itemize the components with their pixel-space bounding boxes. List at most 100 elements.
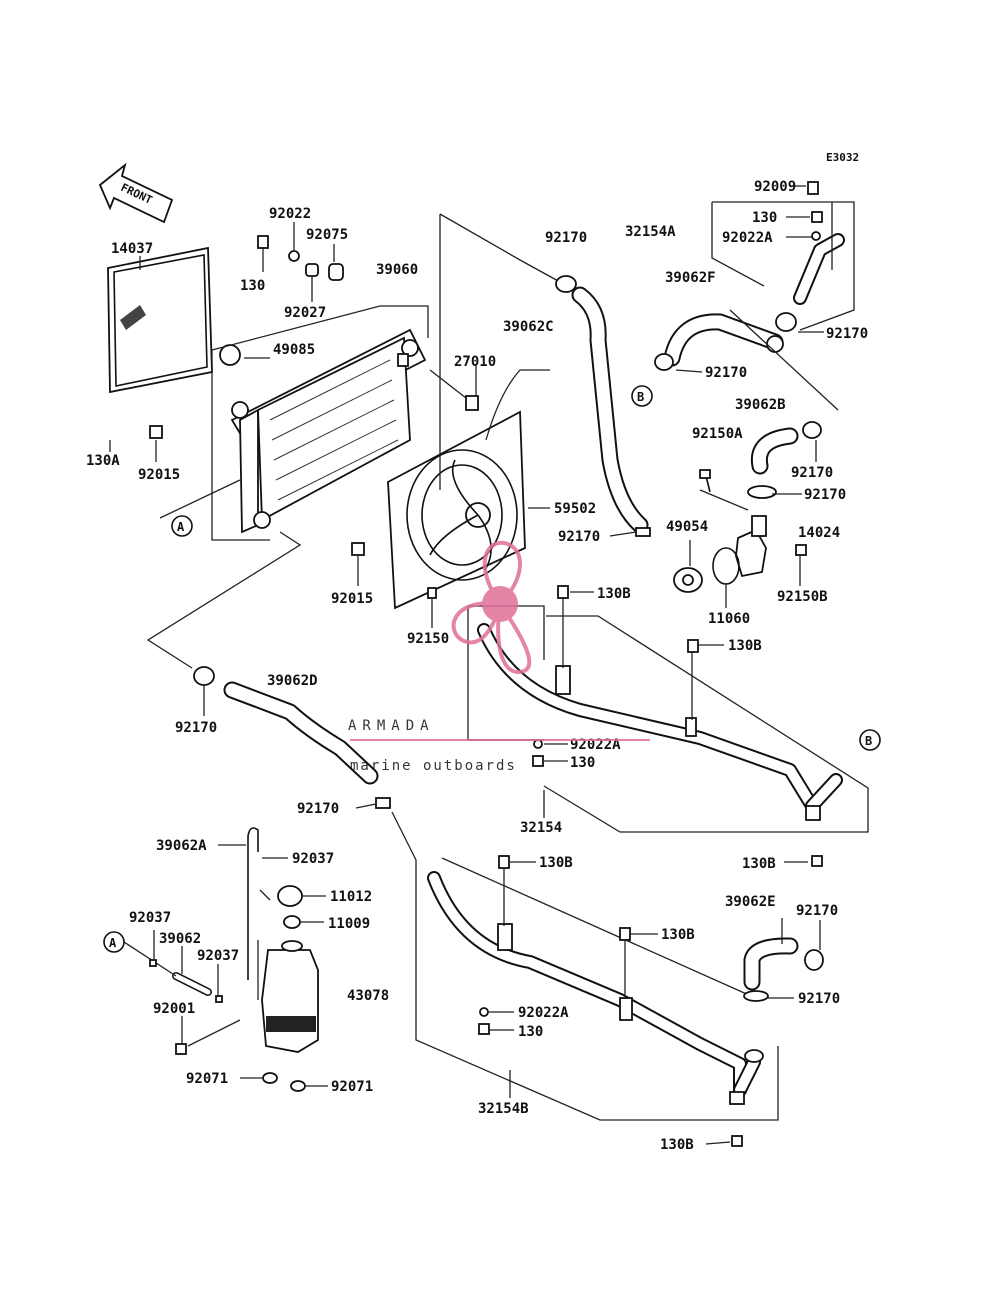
label-92150B: 92150B [777,589,828,605]
label-92015-a: 92015 [138,467,180,483]
label-32154: 32154 [520,820,562,836]
label-92027: 92027 [284,305,326,321]
label-39062E: 39062E [725,894,776,910]
label-130B-6: 130B [660,1137,694,1153]
label-39062C: 39062C [503,319,554,335]
label-92170-j: 92170 [798,991,840,1007]
label-59502: 59502 [554,501,596,517]
hose-39062D [193,666,379,785]
radiator-screen-14037 [107,246,213,439]
label-39062D: 39062D [267,673,318,689]
label-130B-2: 130B [728,638,762,654]
callout-b-2: B [859,729,881,751]
hose-39062B [747,421,822,499]
svg-text:B: B [637,390,644,404]
bolt-130-top [257,235,269,258]
label-130A: 130A [86,453,120,469]
label-92022A-3: 92022A [518,1005,569,1021]
label-92009: 92009 [754,179,796,195]
hose-39062F [654,313,784,371]
label-130-low: 130 [518,1024,543,1040]
label-92170-a: 92170 [545,230,587,246]
label-92015-b: 92015 [331,591,373,607]
label-27010: 27010 [454,354,496,370]
label-130B-5: 130B [661,927,695,943]
label-92150A: 92150A [692,426,743,442]
fan-assembly-59502 [351,369,550,610]
label-11060: 11060 [708,611,750,627]
svg-text:A: A [109,936,117,950]
label-32154B: 32154B [478,1101,529,1117]
label-92037-b: 92037 [129,910,171,926]
watermark: ARMADA marine outboards [348,540,650,774]
label-92170-e: 92170 [791,465,833,481]
label-39060: 39060 [376,262,418,278]
hose-39062E [743,937,824,1002]
bolt-92150A [699,469,711,493]
label-92022A-1: 92022A [722,230,773,246]
sensor-27010 [429,369,479,411]
hose-39062C [571,286,649,534]
label-11009: 11009 [328,916,370,932]
label-39062B: 39062B [735,397,786,413]
label-11012: 11012 [330,889,372,905]
label-49054: 49054 [666,519,708,535]
callout-a-2: A [103,931,125,953]
watermark-tagline: marine outboards [350,758,517,774]
label-92170-d: 92170 [705,365,747,381]
label-92150: 92150 [407,631,449,647]
cap-11012 [277,885,303,907]
label-130B-4: 130B [539,855,573,871]
label-92075: 92075 [306,227,348,243]
propeller-logo-icon [451,540,532,674]
thermostat-49054 [673,567,703,593]
label-92170-h: 92170 [297,801,339,817]
bolt-130B-mid1 [557,585,569,599]
label-130-right: 130 [752,210,777,226]
label-92071-b: 92071 [331,1079,373,1095]
pipe-32154B [427,871,764,1105]
label-92170-c: 92170 [826,326,868,342]
svg-text:A: A [177,520,185,534]
label-39062F: 39062F [665,270,716,286]
label-92022: 92022 [269,206,311,222]
diagram-code: E3032 [826,151,859,164]
label-14037: 14037 [111,241,153,257]
washer-92022 [288,250,300,262]
label-43078: 43078 [347,988,389,1004]
watermark-brand: ARMADA [348,718,435,734]
label-leader-lines [109,185,824,1145]
label-130B-3: 130B [742,856,776,872]
reservoir-tank-43078 [257,940,319,1092]
label-49085: 49085 [273,342,315,358]
label-92170-f: 92170 [804,487,846,503]
front-arrow-icon: FRONT [98,162,174,224]
tube-39062A [247,827,259,980]
callout-b-1: B [631,385,653,407]
label-92170-b: 92170 [558,529,600,545]
bolt-130B-mid2 [687,639,699,653]
grommet-92075 [328,263,344,281]
svg-text:B: B [865,734,872,748]
label-39062: 39062 [159,931,201,947]
bolt-130B-low1 [498,855,510,869]
label-92037-c: 92037 [197,948,239,964]
tube-39062 [172,972,212,996]
label-39062A: 39062A [156,838,207,854]
label-92170-g: 92170 [175,720,217,736]
label-130-top: 130 [240,278,265,294]
label-92071-a: 92071 [186,1071,228,1087]
label-92001: 92001 [153,1001,195,1017]
collar-92027 [305,263,319,277]
gasket-11009 [283,915,301,929]
gasket-11060 [712,547,740,585]
label-14024: 14024 [798,525,840,541]
callout-a-1: A [171,515,193,537]
label-130-mid: 130 [570,755,595,771]
thermostat-housing-14024 [735,515,767,578]
label-32154A: 32154A [625,224,676,240]
label-130B-1: 130B [597,586,631,602]
clamp-92170-upper [555,275,577,293]
pipe-32154 [477,623,843,821]
